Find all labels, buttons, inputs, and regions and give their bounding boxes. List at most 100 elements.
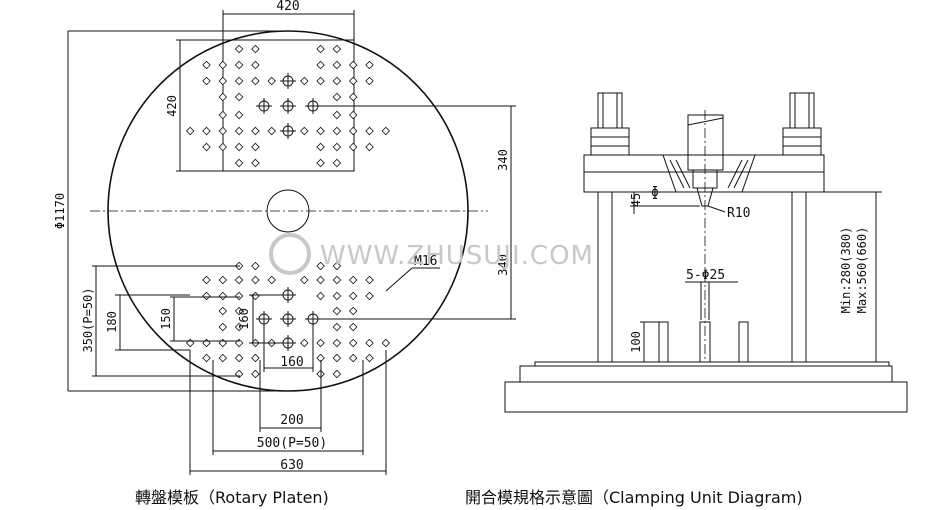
bolt-hole [332,322,342,332]
bolt-hole [234,338,244,348]
bolt-hole [348,353,358,363]
dim-180-label: 180 [105,311,119,333]
bolt-hole [234,353,244,363]
bolt-hole [251,158,260,168]
max-stroke-label: Max:560(660) [855,227,869,314]
bolt-hole [316,338,325,348]
dim-stroke: Min:280(380) Max:560(660) [806,191,882,363]
dim-100-label: 100 [629,331,643,353]
bolt-hole [365,275,374,285]
dim-upper-offset-label: 340 [496,149,510,171]
dim-500-label: 500(P=50) [257,436,327,451]
bolt-hole [251,369,260,379]
bolt-hole [251,60,260,70]
bolt-hole [234,158,244,168]
dim-160-vertical-label: 160 [237,308,251,330]
bolt-hole [251,353,260,363]
bolt-hole [234,275,244,285]
thread-callout-label: M16 [414,254,437,269]
bolt-hole [202,275,211,285]
bolt-hole [251,126,260,136]
bolt-hole [267,126,276,136]
bolt-hole [218,60,228,70]
bolt-hole [185,338,195,348]
bolt-hole [316,353,325,363]
bolt-hole [218,322,228,332]
bolt-hole [202,353,211,363]
dim-150: 150 [159,296,240,342]
bolt-hole [332,76,342,86]
bolt-hole [234,142,244,152]
dim-pitch-350-label: 350(P=50) [81,287,95,352]
bolt-hole [202,291,211,301]
bolt-hole [381,338,391,348]
dim-top-height-label: 420 [165,95,179,117]
dim-top-width-label: 420 [276,0,299,14]
bolt-hole [332,110,342,120]
bolt-hole [348,275,358,285]
holes-callout-label: 5-Φ25 [686,268,725,283]
watermark-text: WWW.ZHUSUJI.COM [320,241,594,271]
dim-pitch-350: 350(P=50) [81,265,240,377]
bolt-hole [300,126,309,136]
bolt-hole [218,306,228,316]
bolt-hole [218,338,228,348]
bolt-hole [202,60,211,70]
bolt-hole [218,275,228,285]
bolt-hole [316,76,325,86]
holes-callout: 5-Φ25 [685,268,738,320]
bolt-hole [251,76,260,86]
bolt-hole [234,110,244,120]
machine-base [504,361,908,413]
bolt-hole [251,44,260,54]
bolt-hole [332,353,342,363]
bolt-hole [218,291,228,301]
bolt-hole [316,158,325,168]
bolt-hole [332,142,342,152]
bolt-hole [185,126,195,136]
bolt-hole [234,76,244,86]
dim-160-vertical: 160 [237,294,288,344]
dim-45-label: 45 [629,193,643,207]
watermark-logo: WWW.ZHUSUJI.COM [269,233,594,275]
bolt-hole [348,76,358,86]
ejector-pins [658,321,749,363]
rotary-platen-view: 420 420 Φ1170 340 340 [53,0,516,475]
bolt-hole [348,126,358,136]
bolt-hole [332,306,342,316]
right-cylinder [782,92,822,156]
r10-callout: R10 [707,205,750,221]
dim-630: 630 [189,350,387,475]
bolt-hole [234,306,244,316]
dim-100: 100 [629,321,659,362]
svg-text:ɸ: ɸ [651,185,659,200]
dim-200: 200 [259,360,322,432]
clamping-unit-view: 45 ɸ R10 5-Φ25 100 [504,92,908,413]
upper-ejector-holes [256,73,321,139]
center-bore [266,189,310,233]
dim-45: 45 ɸ [629,185,700,214]
bolt-hole [316,142,325,152]
bolt-hole [332,369,342,379]
bolt-hole [234,92,244,102]
bolt-hole [218,142,228,152]
bolt-hole [202,142,211,152]
bolt-hole [300,338,309,348]
dim-top-height: 420 [165,39,223,172]
bolt-hole [348,142,358,152]
bolt-hole [332,338,342,348]
dim-lower-offset: 340 [313,211,516,320]
lower-ejector-holes [256,287,321,351]
bolt-hole [234,60,244,70]
dim-180: 180 [105,294,190,351]
bolt-hole [300,76,309,86]
dim-200-label: 200 [280,413,303,428]
bolt-hole [316,44,325,54]
bolt-hole [381,126,391,136]
bolt-hole [251,261,260,271]
dim-160-horizontal-label: 160 [280,355,303,370]
bolt-hole [365,126,374,136]
bolt-hole [316,275,325,285]
caption-clamping-unit: 開合模規格示意圖（Clamping Unit Diagram) [465,488,803,507]
